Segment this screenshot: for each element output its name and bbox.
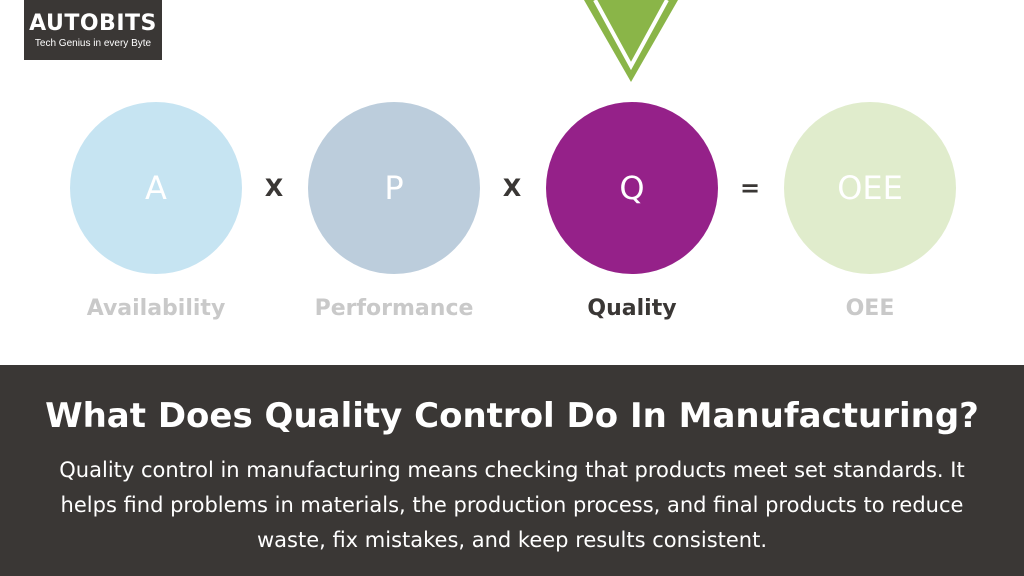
quality-letter: Q (619, 169, 645, 207)
brand-logo: AUTOBITS Tech Genius in every Byte (24, 0, 162, 60)
availability-letter: A (145, 169, 167, 207)
logo-name: AUTOBITS (29, 11, 157, 36)
performance-letter: P (384, 169, 404, 207)
multiply-operator-2: X (502, 174, 522, 202)
oee-letter: OEE (837, 169, 903, 207)
info-panel: What Does Quality Control Do In Manufact… (0, 365, 1024, 576)
performance-circle: P (308, 102, 480, 274)
multiply-operator-1: X (264, 174, 284, 202)
panel-body: Quality control in manufacturing means c… (59, 458, 965, 552)
availability-circle: A (70, 102, 242, 274)
logo-tagline: Tech Genius in every Byte (34, 38, 152, 49)
panel-title: What Does Quality Control Do In Manufact… (45, 396, 979, 436)
pointer-triangle-icon (584, 0, 678, 82)
performance-caption: Performance (314, 296, 474, 321)
quality-caption: Quality (587, 296, 677, 321)
oee-circle: OEE (784, 102, 956, 274)
equals-operator: = (739, 174, 761, 202)
quality-circle: Q (546, 102, 718, 274)
availability-caption: Availability (86, 296, 226, 321)
oee-caption: OEE (845, 296, 895, 321)
